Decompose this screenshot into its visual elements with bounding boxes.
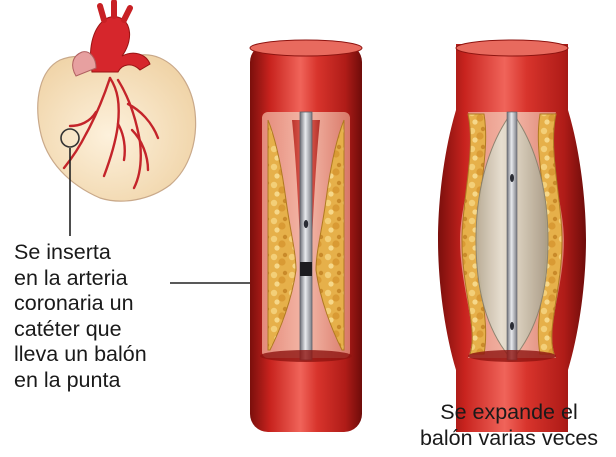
insert-catheter-caption: Se inserta en la arteria coronaria un ca… — [14, 240, 204, 393]
caption-line: en la punta — [14, 368, 204, 394]
caption-line: en la arteria — [14, 266, 204, 292]
caption-line: coronaria un — [14, 291, 204, 317]
expand-balloon-caption: Se expande el balón varias veces — [402, 400, 616, 451]
caption-line: catéter que — [14, 317, 204, 343]
caption-line: lleva un balón — [14, 342, 204, 368]
caption-line: Se expande el — [402, 400, 616, 426]
artery-with-catheter — [250, 40, 362, 432]
caption-line: Se inserta — [14, 240, 204, 266]
caption-line: balón varias veces — [402, 426, 616, 452]
heart-icon — [38, 2, 196, 201]
artery-with-balloon — [438, 40, 586, 432]
